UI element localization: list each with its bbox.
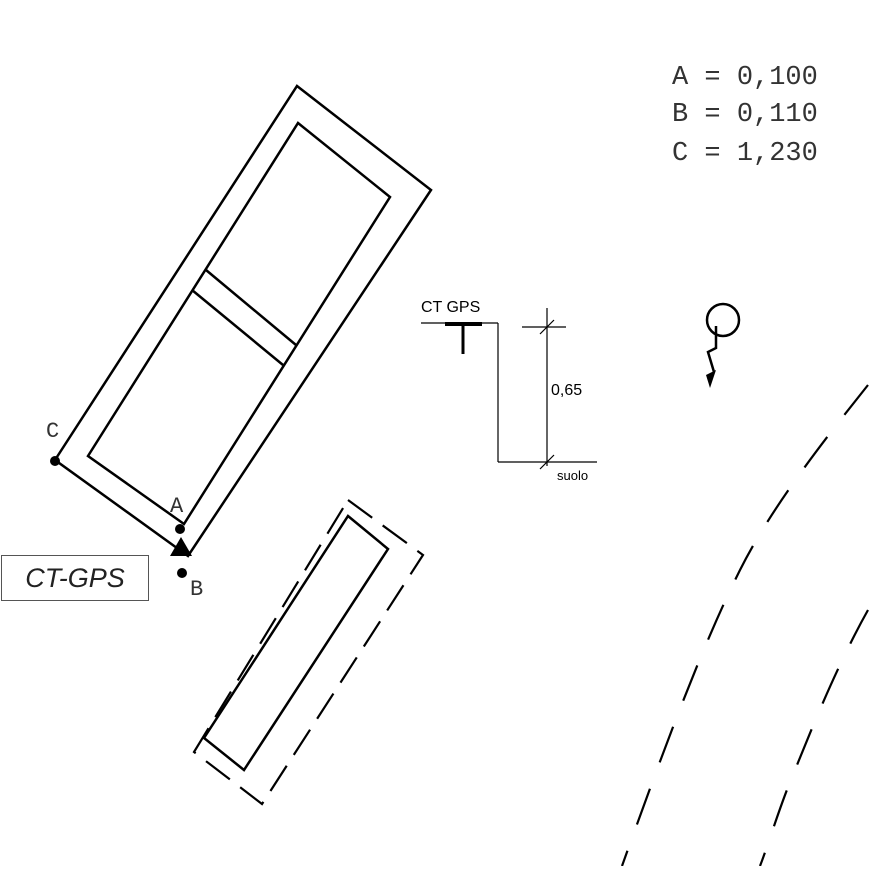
point-a-marker [175, 524, 185, 534]
gps-station-triangle [170, 537, 192, 556]
point-b-marker [177, 568, 187, 578]
secondary-structure-dashed-outline [192, 498, 425, 806]
section-detail: CT GPS 0,65 suolo [421, 299, 597, 483]
ground-label: suolo [557, 468, 588, 483]
point-c-marker [50, 456, 60, 466]
coord-a: A = 0,100 [672, 63, 818, 93]
building-divider-bottom [191, 289, 284, 366]
coordinate-list: A = 0,100 B = 0,110 C = 1,230 [672, 63, 818, 169]
building-outer-wall [53, 84, 433, 558]
building [53, 84, 433, 558]
ct-gps-label: CT-GPS [25, 562, 125, 593]
point-c-label: C [46, 419, 59, 444]
road-edge-right [758, 609, 869, 867]
lamp-post-icon [705, 302, 741, 388]
coord-b: B = 0,110 [672, 100, 818, 130]
survey-points: C A B [46, 419, 203, 602]
point-b-label: B [190, 577, 203, 602]
building-inner-wall [86, 121, 392, 526]
point-a-label: A [170, 494, 184, 519]
road-edges [620, 384, 869, 867]
coord-c: C = 1,230 [672, 139, 818, 169]
secondary-structure-body [202, 514, 390, 772]
building-divider-top [205, 269, 297, 346]
secondary-structure [192, 498, 425, 806]
road-edge-left [620, 384, 869, 867]
ct-gps-label-box: CT-GPS [1, 555, 149, 601]
section-title: CT GPS [421, 299, 480, 316]
height-label: 0,65 [551, 382, 582, 399]
